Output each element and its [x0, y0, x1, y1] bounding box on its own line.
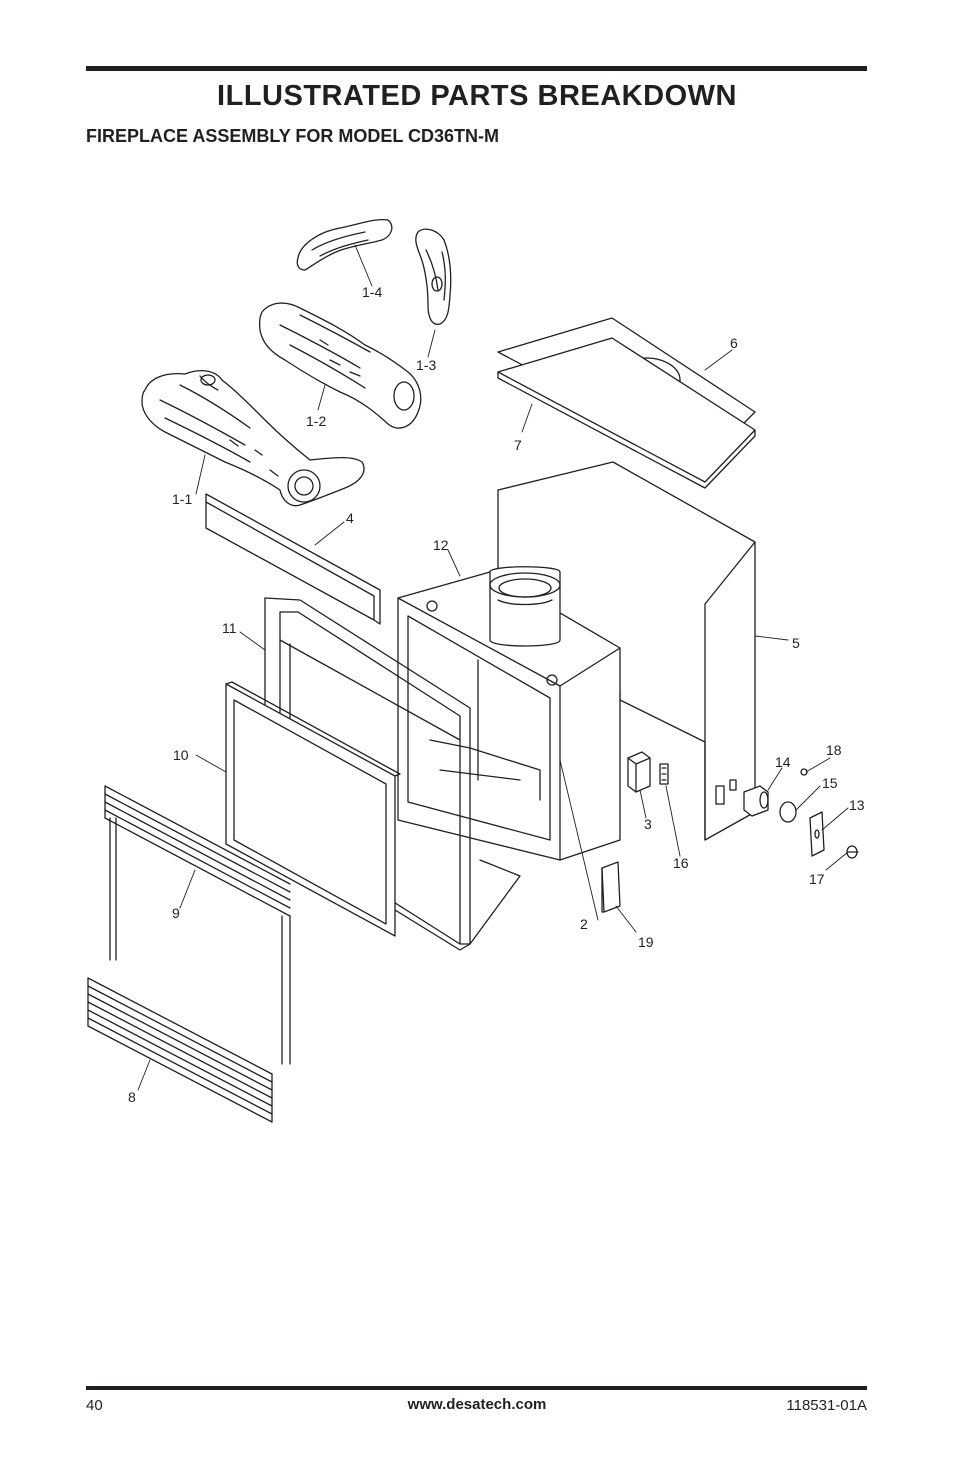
lower-louver-8 — [87, 977, 273, 1123]
header-rule — [86, 66, 867, 71]
callout-10: 10 — [173, 747, 189, 763]
baffle-4 — [205, 493, 381, 625]
leader-lines — [137, 244, 849, 1091]
callout-1-4: 1-4 — [362, 284, 382, 300]
callout-2: 2 — [580, 916, 588, 932]
callout-19: 19 — [638, 934, 654, 950]
log-1-4 — [296, 218, 393, 271]
upper-louver-9 — [104, 785, 291, 1065]
callout-18: 18 — [826, 742, 842, 758]
callout-16: 16 — [673, 855, 689, 871]
component-17 — [846, 845, 859, 859]
outer-casing-5 — [497, 461, 756, 841]
callout-4: 4 — [346, 510, 354, 526]
page-number: 40 — [86, 1397, 103, 1414]
callout-8: 8 — [128, 1089, 136, 1105]
website-link[interactable]: www.desatech.com — [407, 1396, 547, 1413]
insulation-panel-7 — [497, 337, 756, 489]
footer-rule — [86, 1386, 867, 1390]
switch-16 — [659, 763, 669, 785]
log-1-2 — [258, 302, 422, 429]
plate-13 — [809, 811, 825, 857]
log-1-1 — [141, 369, 365, 507]
component-15 — [779, 801, 797, 823]
component-18 — [800, 768, 808, 776]
page-title: ILLUSTRATED PARTS BREAKDOWN — [217, 80, 737, 112]
bracket-19 — [601, 861, 621, 913]
callout-11: 11 — [222, 620, 237, 636]
document-number: 118531-01A — [786, 1397, 867, 1414]
callout-1-3: 1-3 — [416, 357, 436, 373]
callout-6: 6 — [730, 335, 738, 351]
callout-3: 3 — [644, 816, 652, 832]
door-frame-10 — [225, 681, 401, 937]
callout-14: 14 — [775, 754, 791, 770]
component-14 — [743, 785, 769, 817]
callout-5: 5 — [792, 635, 800, 651]
control-box-3 — [627, 751, 651, 793]
callout-13: 13 — [849, 797, 865, 813]
firebox-12 — [397, 566, 621, 861]
section-subtitle: FIREPLACE ASSEMBLY FOR MODEL CD36TN-M — [86, 126, 500, 146]
callout-1-1: 1-1 — [172, 491, 192, 507]
callout-17: 17 — [809, 871, 825, 887]
callout-9: 9 — [172, 905, 180, 921]
callout-7: 7 — [514, 437, 522, 453]
callout-15: 15 — [822, 775, 838, 791]
callout-12: 12 — [433, 537, 449, 553]
log-1-3 — [415, 228, 452, 325]
callout-1-2: 1-2 — [306, 413, 326, 429]
